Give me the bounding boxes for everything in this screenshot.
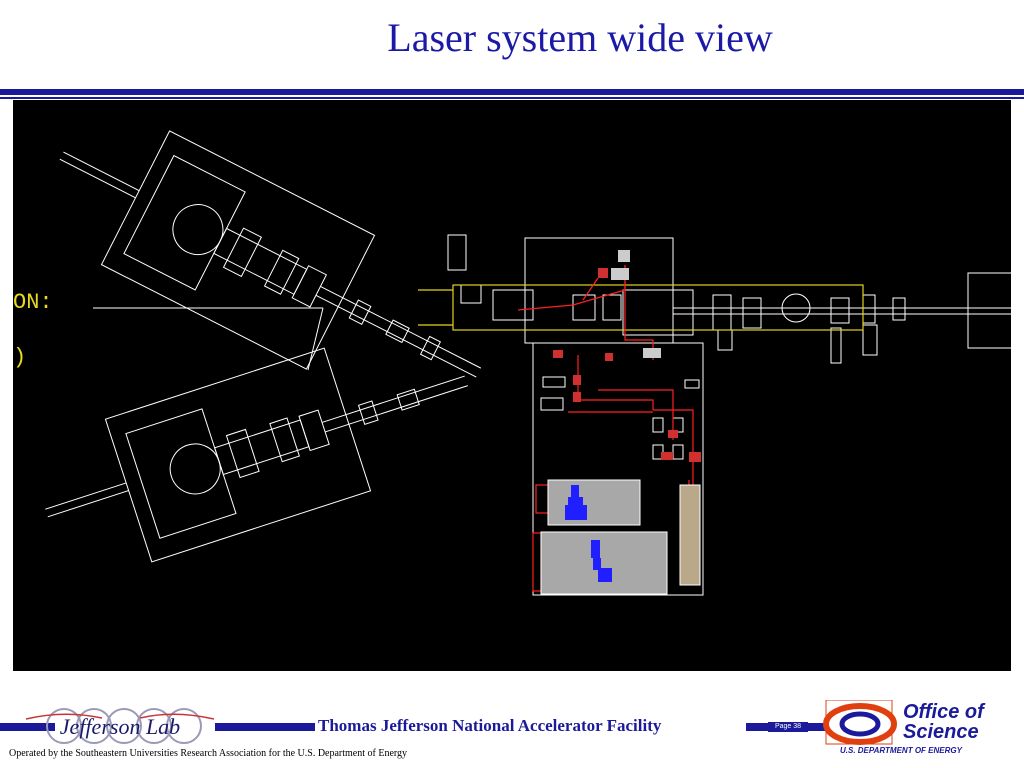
facility-name: Thomas Jefferson National Accelerator Fa… bbox=[318, 716, 662, 735]
jefferson-lab-logo: Jefferson Lab bbox=[24, 700, 216, 752]
cad-drawing bbox=[45, 130, 1011, 596]
office-of-science-title: Office of Science bbox=[903, 702, 984, 742]
laser-table-upper bbox=[547, 479, 641, 526]
doe-title-line: Office of bbox=[903, 701, 984, 723]
beamline-frame bbox=[418, 284, 864, 331]
page-number: Page 38 bbox=[768, 722, 808, 732]
doe-subtitle: U.S. DEPARTMENT OF ENERGY bbox=[840, 746, 962, 755]
title-divider bbox=[0, 89, 1024, 95]
lower-gun-assembly bbox=[45, 347, 468, 563]
laser-system-cad-view: ON: ) bbox=[13, 100, 1011, 671]
upper-gun-assembly bbox=[59, 130, 482, 378]
title-divider-thin bbox=[0, 97, 1024, 99]
operated-by-note: Operated by the Southeastern Universitie… bbox=[9, 748, 408, 759]
footer-rule bbox=[746, 723, 768, 731]
laser-table-lower bbox=[540, 531, 668, 595]
footer-rule bbox=[215, 723, 315, 731]
component-strip bbox=[679, 484, 701, 586]
office-of-science-logo bbox=[822, 699, 1022, 760]
cad-overlay-label: ON: bbox=[13, 290, 53, 315]
cad-overlay-label: ) bbox=[13, 345, 27, 370]
footer-rule bbox=[808, 723, 826, 731]
svg-text:Jefferson Lab: Jefferson Lab bbox=[60, 714, 180, 739]
slide-title: Laser system wide view bbox=[387, 15, 773, 60]
doe-title-line: Science bbox=[903, 721, 979, 743]
footer-rule bbox=[0, 723, 55, 731]
